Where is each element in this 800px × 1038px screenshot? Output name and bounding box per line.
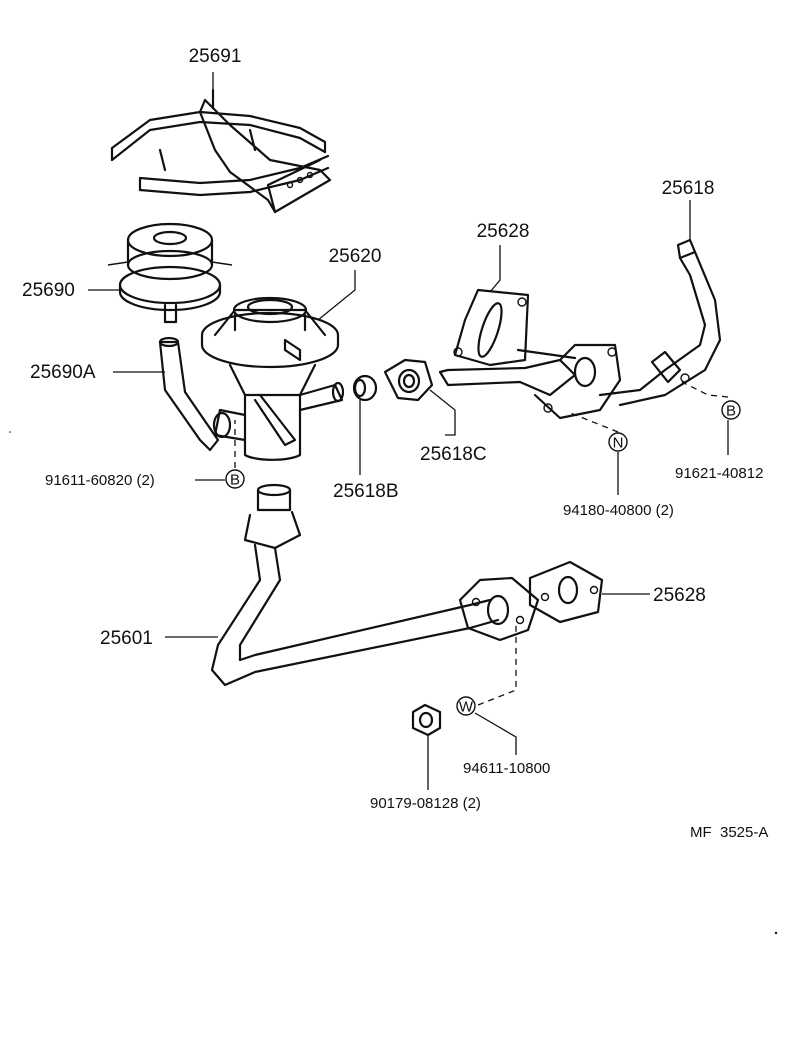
callout-94180-40800: 94180-40800 (2) — [563, 502, 674, 519]
part-25620-egr-valve — [200, 296, 345, 461]
part-25691-clamp-bracket — [110, 88, 332, 214]
callout-25628-bottom: 25628 — [653, 585, 706, 606]
callout-25601: 25601 — [100, 628, 153, 649]
marker-b-left-text: B — [230, 472, 240, 489]
callout-25690: 25690 — [22, 280, 75, 301]
callout-25618C: 25618C — [420, 444, 487, 465]
callout-94611-10800: 94611-10800 — [463, 760, 550, 777]
callout-25620: 25620 — [329, 246, 382, 267]
marker-b-right-text: B — [726, 403, 736, 420]
callout-90179-08128: 90179-08128 (2) — [370, 795, 481, 812]
callout-25628-top: 25628 — [477, 221, 530, 242]
scan-dot — [774, 931, 778, 935]
marker-b-left: B — [225, 469, 245, 489]
part-25690A-hose — [158, 336, 220, 452]
marker-n-text: N — [613, 435, 624, 452]
marker-w: W — [456, 696, 476, 716]
leader-lines — [88, 72, 729, 790]
callout-91621-40812: 91621-40812 — [675, 465, 763, 482]
part-90179-nut — [411, 703, 442, 737]
callout-25690A: 25690A — [30, 362, 96, 383]
marker-b-right: B — [721, 400, 741, 420]
marker-n: N — [608, 432, 628, 452]
part-25618C-union-nut — [383, 358, 434, 402]
callout-25618: 25618 — [662, 178, 715, 199]
callout-91611-60820: 91611-60820 (2) — [45, 472, 155, 489]
part-25690-diaphragm — [107, 222, 233, 324]
part-25628-upper-pipe — [438, 238, 722, 420]
part-25618B-gasket — [352, 374, 378, 402]
marker-w-text: W — [459, 699, 474, 716]
callout-25618B: 25618B — [333, 481, 399, 502]
part-25601-lower-pipe — [210, 483, 604, 687]
scan-dot — [9, 431, 11, 433]
diagram-code: MF 3525-A — [690, 824, 768, 841]
callout-25691: 25691 — [189, 46, 242, 67]
